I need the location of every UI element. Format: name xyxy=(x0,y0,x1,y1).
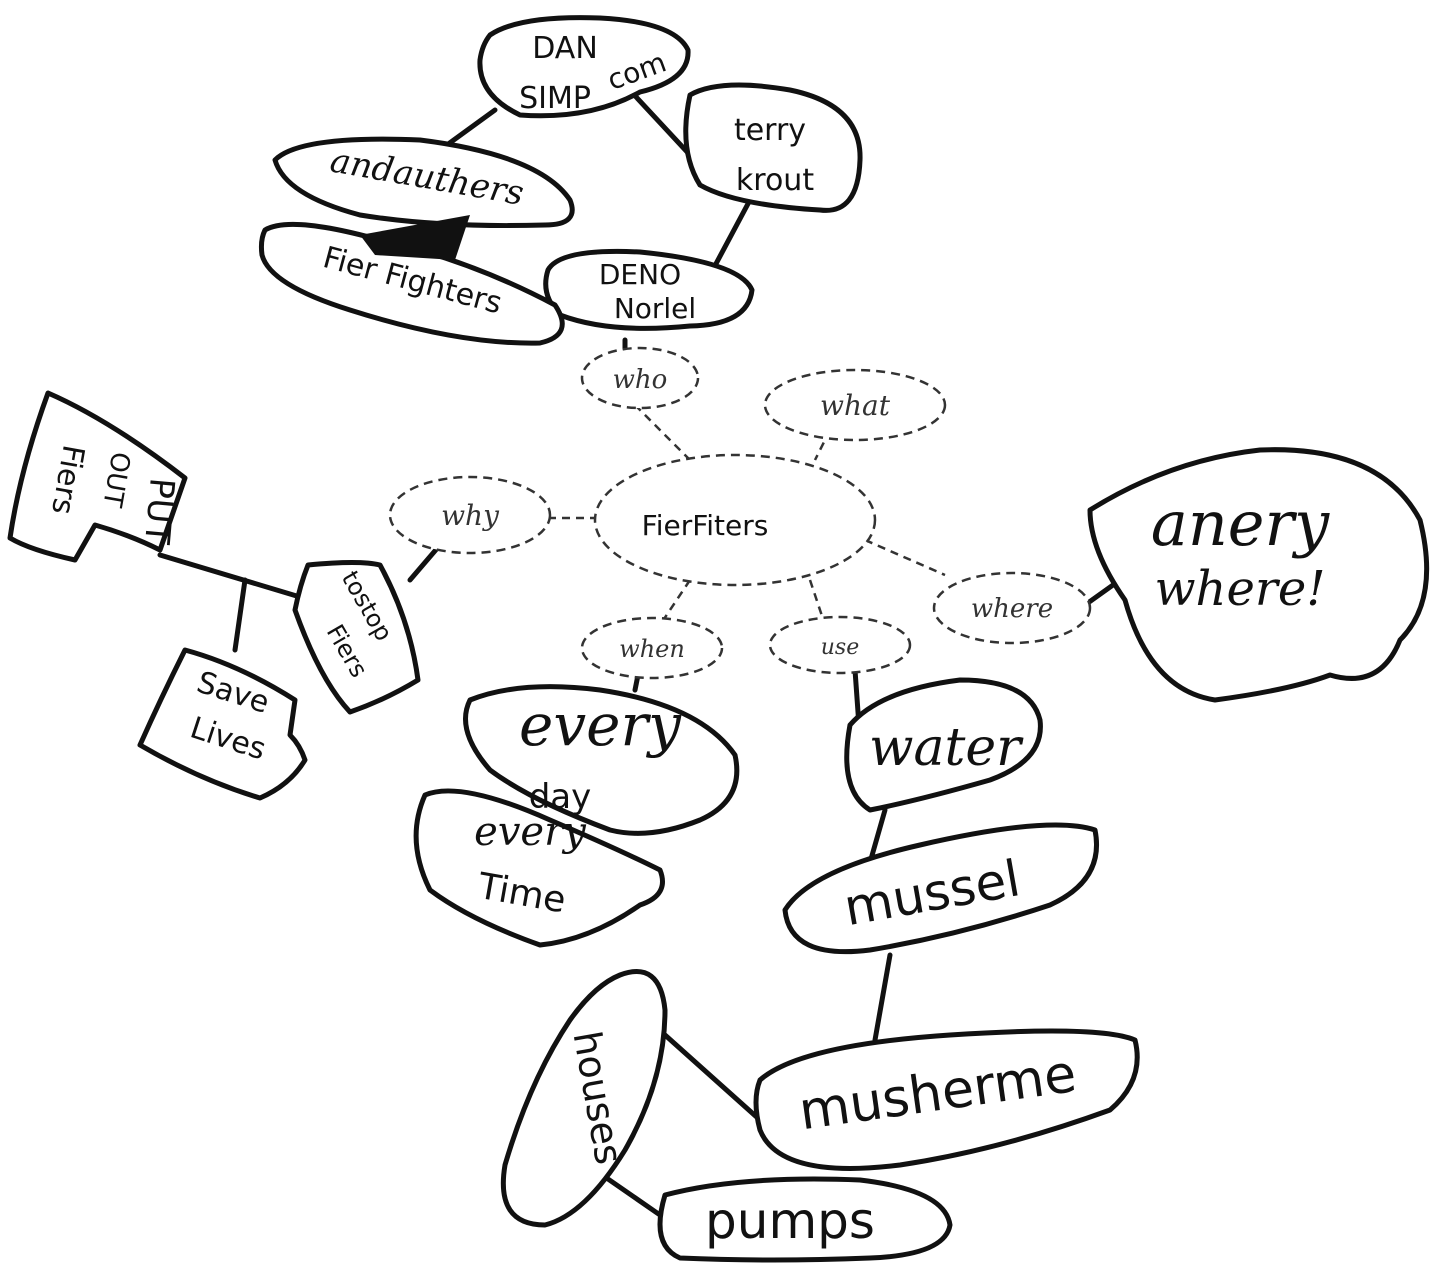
every-day-1: every xyxy=(519,691,682,759)
node-every-time: every Time xyxy=(413,788,665,948)
terry-line2: krout xyxy=(736,163,814,198)
node-to-stop-fiers: tostop Fiers xyxy=(292,560,421,715)
pumps-label: pumps xyxy=(705,1192,875,1250)
link-houses-musherme xyxy=(662,1032,763,1123)
question-use: use xyxy=(768,615,912,675)
link-mussel-musherme xyxy=(872,952,893,1043)
node-terry-krout: terry krout xyxy=(683,82,863,213)
anery-where-2: where! xyxy=(1154,561,1325,617)
node-put-out-fiers: PUT OUT Fiers xyxy=(7,390,188,563)
center-label: FierFiters xyxy=(642,509,769,542)
deno-line2: Norlel xyxy=(614,292,696,325)
link-putout-tostop xyxy=(157,552,313,603)
link-where-center xyxy=(864,538,946,577)
question-why: why xyxy=(388,475,552,555)
link-who-center xyxy=(634,404,691,461)
every-day-2: day xyxy=(529,777,592,817)
node-pumps: pumps xyxy=(657,1176,953,1263)
dan-line1: DAN xyxy=(532,31,598,66)
question-what-label: what xyxy=(820,389,891,422)
deno-line1: DENO xyxy=(599,258,681,291)
node-dan-simp: DAN SIMP com xyxy=(477,15,691,119)
link-savelives xyxy=(232,577,248,653)
terry-line1: terry xyxy=(734,113,806,148)
node-houses: houses xyxy=(500,969,668,1228)
question-who: who xyxy=(580,346,700,410)
node-musherme: musherme xyxy=(753,1028,1140,1171)
link-why-tostop xyxy=(407,542,443,583)
question-use-label: use xyxy=(821,635,859,660)
center-node: FierFiters xyxy=(593,453,877,587)
node-deno-norlel: DENO Norlel xyxy=(543,248,755,331)
node-fier-fighters: Fier Fighters xyxy=(258,215,565,346)
node-anery-where: anery where! xyxy=(1087,447,1430,703)
question-when: when xyxy=(580,616,724,680)
put-out-fiers-1: PUT xyxy=(136,476,182,546)
every-time-1: every xyxy=(474,809,587,855)
scribble-mark xyxy=(360,215,470,260)
node-save-lives: Save Lives xyxy=(137,647,308,801)
node-and-authers: andauthers xyxy=(272,136,575,229)
node-every-day: every day xyxy=(463,684,740,836)
question-where: where xyxy=(932,571,1092,645)
question-when-label: when xyxy=(619,635,685,663)
question-who-label: who xyxy=(613,365,668,395)
question-where-label: where xyxy=(971,594,1053,624)
water-label: water xyxy=(869,718,1024,778)
question-why-label: why xyxy=(441,499,500,532)
question-what: what xyxy=(763,368,947,442)
link-deno-terry xyxy=(707,197,753,278)
dan-line2: SIMP xyxy=(519,81,591,116)
link-use-center xyxy=(808,579,827,626)
node-water: water xyxy=(844,677,1043,813)
node-mussel: mussel xyxy=(782,822,1099,955)
anery-where-1: anery xyxy=(1151,487,1330,560)
